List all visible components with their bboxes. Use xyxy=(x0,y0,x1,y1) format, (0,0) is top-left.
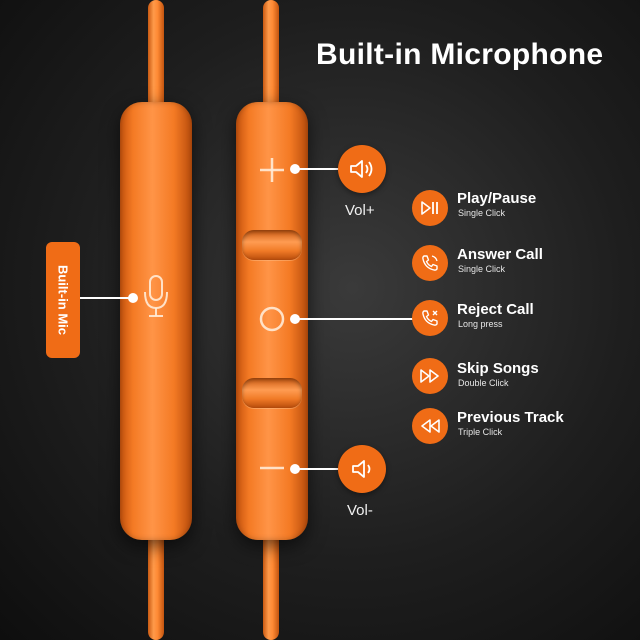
center-button-icon[interactable] xyxy=(258,305,286,333)
vol-down-label: Vol- xyxy=(347,502,373,519)
center-connector-dot xyxy=(290,314,300,324)
mic-label: Built-in Mic xyxy=(55,264,71,336)
function-subtitle-play-pause: Single Click xyxy=(458,208,506,218)
play-pause-icon xyxy=(412,190,448,226)
center-connector-line xyxy=(296,318,414,320)
function-subtitle-skip-songs: Double Click xyxy=(458,378,509,388)
mic-housing xyxy=(120,102,192,540)
function-subtitle-answer-call: Single Click xyxy=(458,264,506,274)
function-title-play-pause: Play/Pause xyxy=(457,190,537,207)
page-title: Built-in Microphone xyxy=(316,38,604,71)
microphone-icon xyxy=(144,275,168,317)
speaker-low-icon xyxy=(352,460,371,478)
mic-connector-line xyxy=(80,297,132,299)
mic-label-tab: Built-in Mic xyxy=(46,242,80,358)
function-title-skip-songs: Skip Songs xyxy=(457,360,539,377)
vol-up-label: Vol+ xyxy=(345,202,375,219)
speaker-icon xyxy=(350,160,373,178)
plus-icon[interactable] xyxy=(258,156,286,184)
function-subtitle-reject-call: Long press xyxy=(458,319,503,329)
vol-up-badge xyxy=(338,145,386,193)
minus-icon[interactable] xyxy=(258,454,286,482)
function-title-reject-call: Reject Call xyxy=(457,301,534,318)
button-divider-top xyxy=(242,230,302,260)
vol-down-badge xyxy=(338,445,386,493)
vol-up-connector-line xyxy=(296,168,340,170)
cable-left-top xyxy=(148,0,164,115)
phone-reject-icon xyxy=(412,300,448,336)
vol-down-connector-line xyxy=(296,468,340,470)
function-subtitle-previous-track: Triple Click xyxy=(458,427,503,437)
vol-up-connector-dot xyxy=(290,164,300,174)
button-divider-bottom xyxy=(242,378,302,408)
cable-left-bottom xyxy=(148,530,164,640)
cable-right-top xyxy=(263,0,279,115)
vol-down-connector-dot xyxy=(290,464,300,474)
cable-right-bottom xyxy=(263,530,279,640)
function-title-answer-call: Answer Call xyxy=(457,246,543,263)
rewind-icon xyxy=(412,408,448,444)
fast-forward-icon xyxy=(412,358,448,394)
mic-connector-dot xyxy=(128,293,138,303)
function-title-previous-track: Previous Track xyxy=(457,409,564,426)
phone-call-icon xyxy=(412,245,448,281)
